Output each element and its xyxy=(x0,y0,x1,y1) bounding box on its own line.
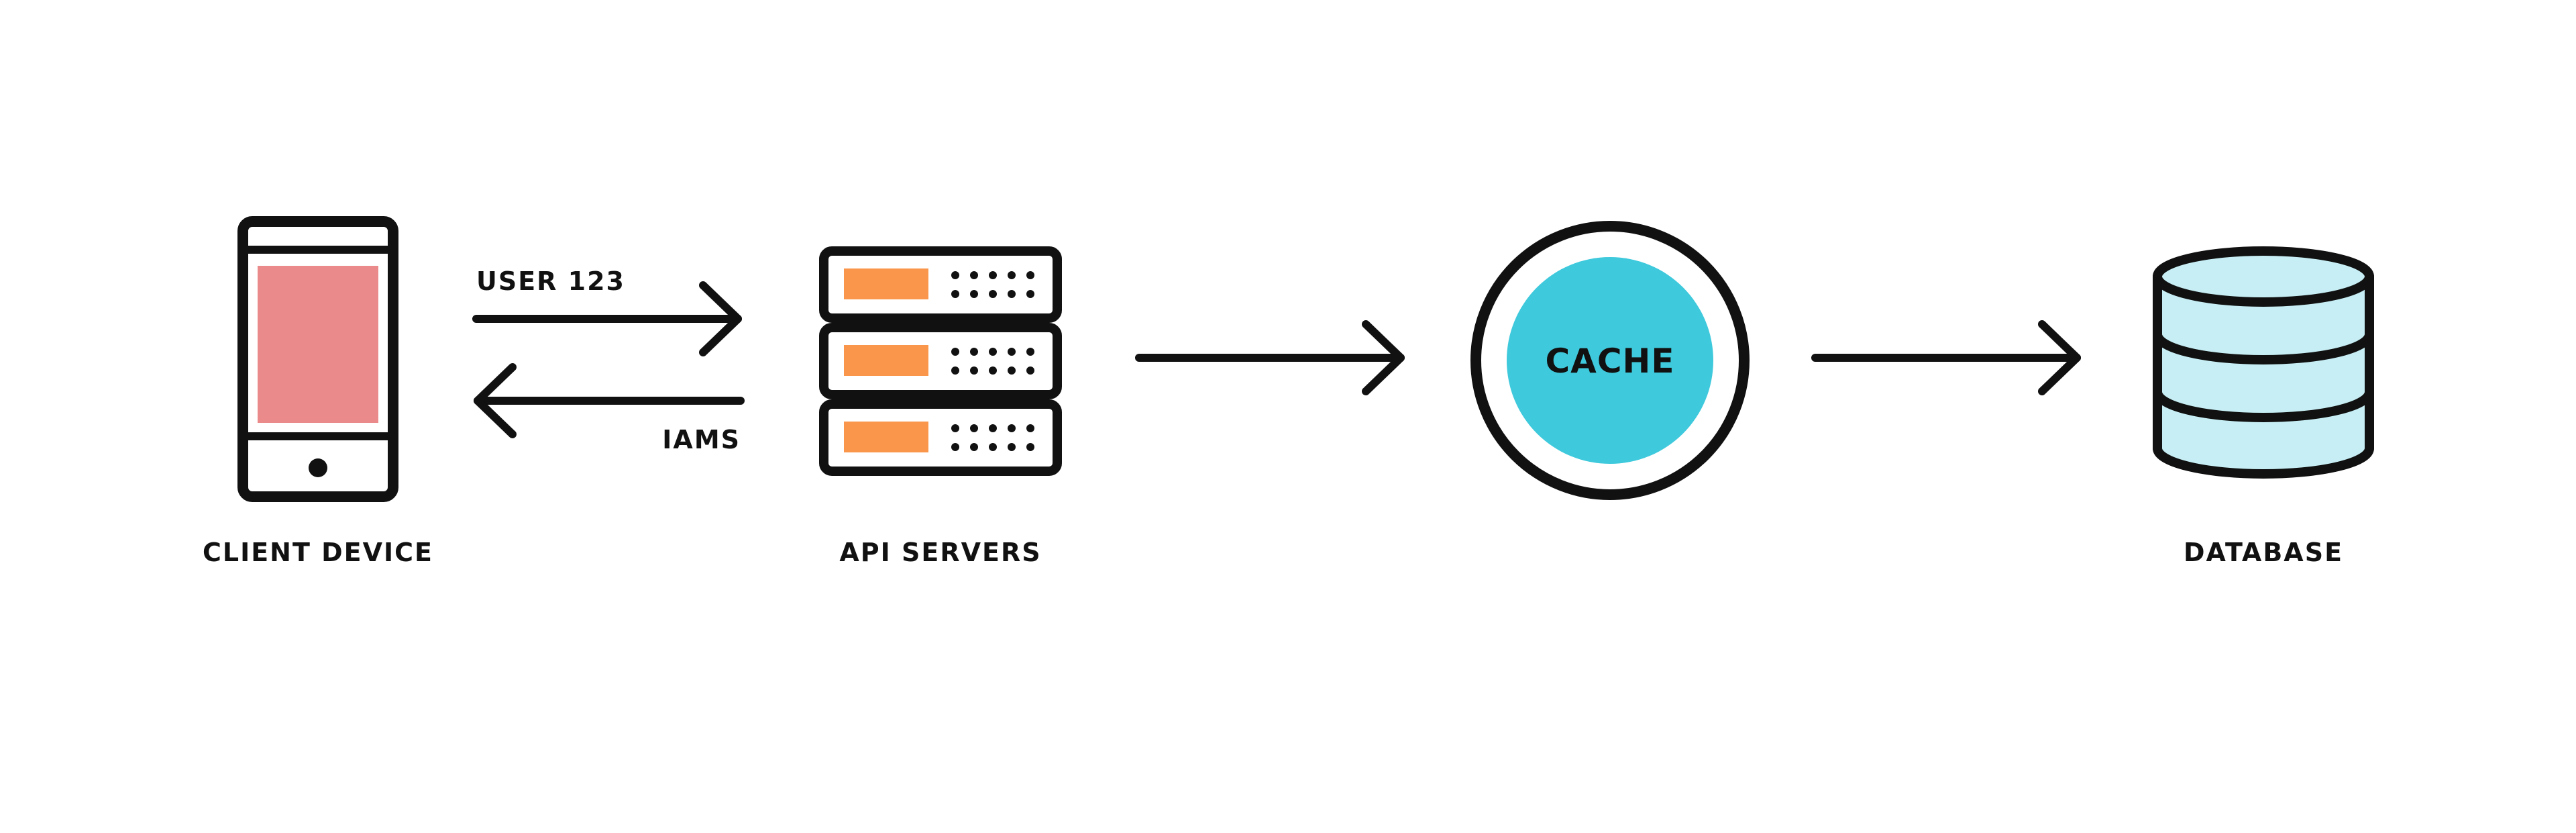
request-edge-label: USER 123 xyxy=(476,266,625,296)
api-servers-label: API SERVERS xyxy=(839,538,1041,567)
arrow-left-icon xyxy=(474,363,745,438)
request-edge: USER 123 xyxy=(472,266,742,356)
phone-screen xyxy=(258,266,378,423)
database-node: DATABASE xyxy=(2153,246,2374,567)
client-device-node: CLIENT DEVICE xyxy=(203,216,433,567)
database-label: DATABASE xyxy=(2184,538,2343,567)
server-rack-icon xyxy=(819,246,1062,476)
api-servers-node: API SERVERS xyxy=(819,246,1062,567)
arrow-right-icon xyxy=(1135,320,1405,395)
cache-to-database-edge xyxy=(1811,320,2081,395)
arrow-right-icon xyxy=(472,281,742,356)
api-to-cache-edge xyxy=(1135,320,1405,395)
cache-circle-icon xyxy=(1470,221,1750,500)
phone-home-button xyxy=(309,458,327,477)
server-unit xyxy=(819,399,1062,476)
cache-node: CACHE xyxy=(1470,221,1750,500)
phone-icon xyxy=(237,216,398,502)
server-unit xyxy=(819,246,1062,323)
response-edge: IAMS xyxy=(474,363,745,454)
server-unit xyxy=(819,323,1062,399)
database-icon xyxy=(2153,246,2374,479)
response-edge-label: IAMS xyxy=(662,425,741,454)
cache-label: CACHE xyxy=(1545,342,1674,381)
arrow-right-icon xyxy=(1811,320,2081,395)
client-device-label: CLIENT DEVICE xyxy=(203,538,433,567)
